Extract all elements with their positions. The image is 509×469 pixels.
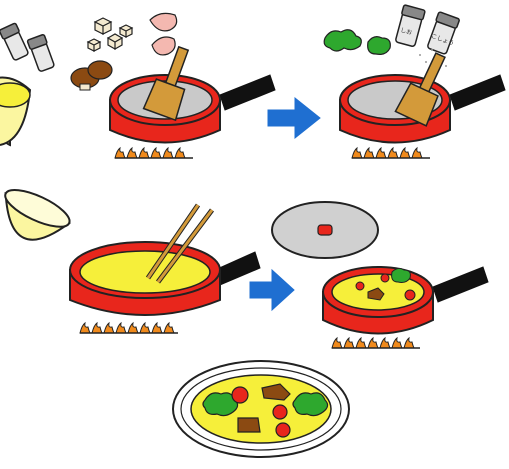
tofu-cubes <box>88 18 132 51</box>
frying-pan-icon <box>110 75 275 143</box>
pepper-shaker-icon <box>27 34 56 72</box>
stove-flames <box>115 148 193 158</box>
lid-icon <box>272 202 378 258</box>
stove-flames <box>332 338 420 348</box>
arrow-right-icon <box>250 270 294 310</box>
empty-bowl-icon <box>0 183 74 253</box>
broccoli-pieces <box>324 30 390 55</box>
salt-shaker-icon: しお <box>394 5 425 47</box>
stove-flames <box>352 148 430 158</box>
mushrooms <box>71 61 112 90</box>
stove-flames <box>80 323 178 333</box>
mixing-bowl-top-left <box>0 78 30 145</box>
arrow-right-icon <box>268 98 320 138</box>
salt-shaker-icon <box>0 23 30 61</box>
ham-slices <box>150 13 177 55</box>
